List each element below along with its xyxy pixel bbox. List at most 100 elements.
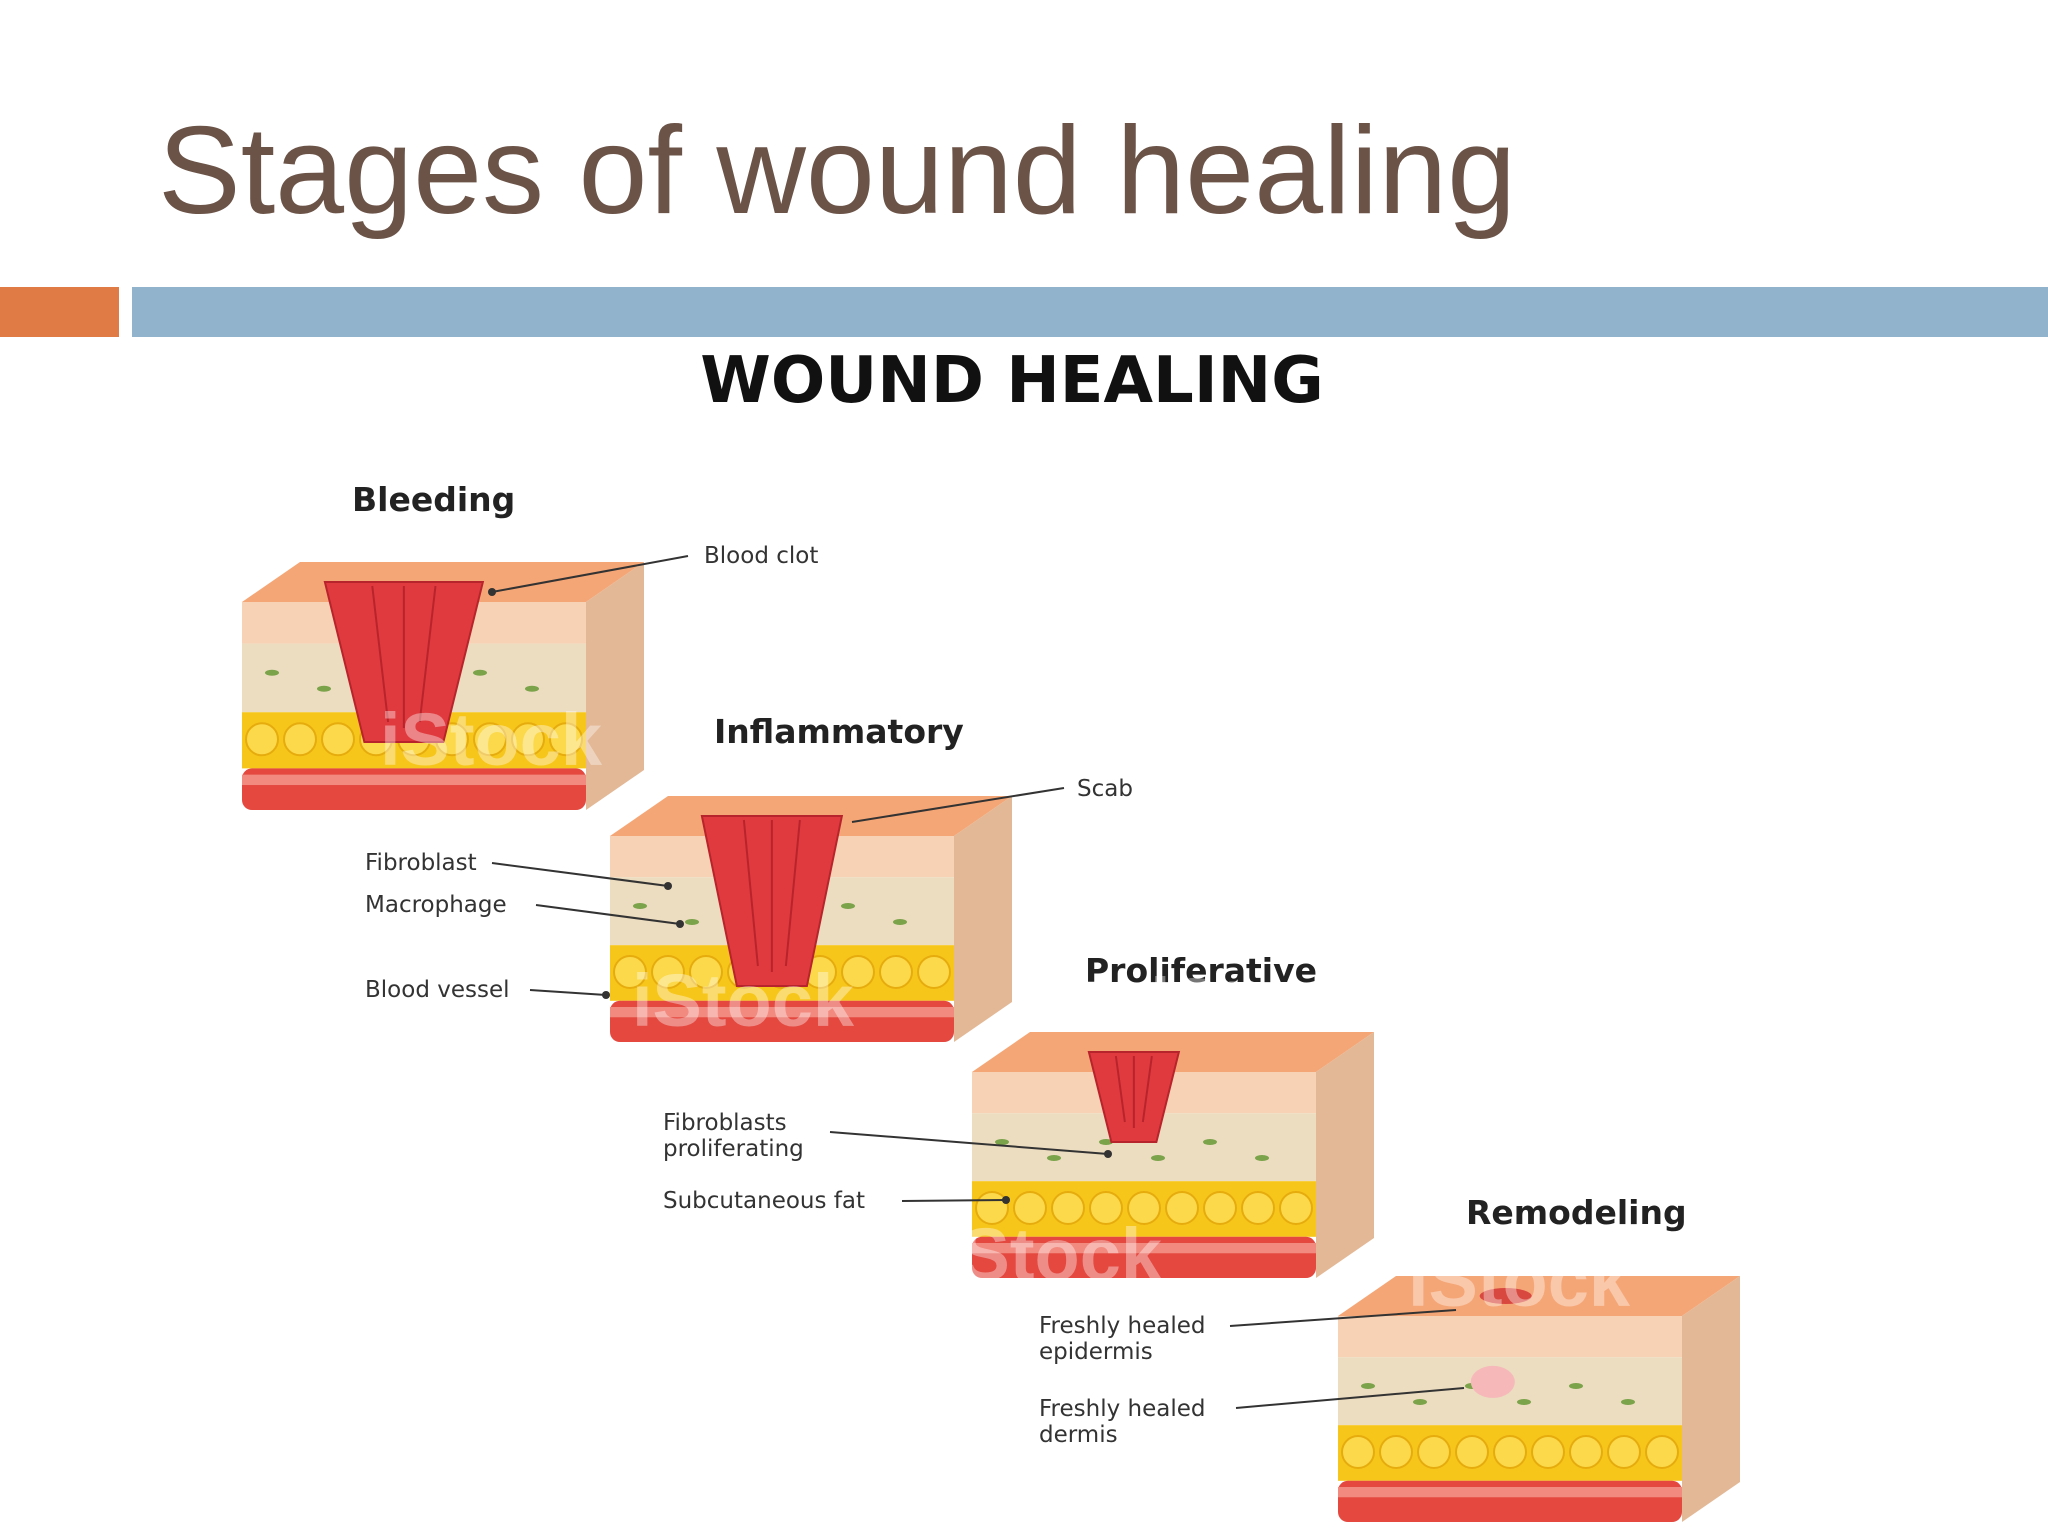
block-side-remodeling (1682, 1276, 1740, 1522)
wound-folds-proliferative (1114, 1055, 1153, 1128)
callout-blood-vessel: Blood vessel (365, 977, 510, 1003)
cell-proliferative (1047, 1155, 1061, 1162)
leader-freshly-healed-dermis (1235, 1387, 1465, 1409)
fat-cell-remodeling (1607, 1434, 1641, 1469)
fat-cell-bleeding (245, 722, 279, 757)
fat-cell-inflammatory (879, 954, 913, 989)
callout-fibroblasts-line2: proliferating (663, 1136, 804, 1162)
blood-vessel-highlight-proliferative (972, 1242, 1316, 1254)
callout-fibroblast: Fibroblast (365, 850, 477, 876)
wound-folds-inflammatory (742, 819, 801, 972)
leader-scab (851, 787, 1065, 823)
leader-subcutaneous-fat (901, 1199, 1007, 1202)
fat-cell-proliferative (1241, 1190, 1275, 1225)
leader-dot-blood-clot (488, 588, 496, 596)
callout-dermis-line1: Freshly healed (1039, 1396, 1206, 1422)
fat-cell-remodeling (1645, 1434, 1679, 1469)
callout-epidermis-line1: Freshly healed (1039, 1313, 1206, 1339)
fat-cell-proliferative (1203, 1190, 1237, 1225)
fat-cell-proliferative (1089, 1190, 1123, 1225)
wound-folds-bleeding (371, 585, 437, 728)
cell-remodeling (1517, 1399, 1531, 1406)
fat-cell-bleeding (473, 722, 507, 757)
fat-cell-remodeling (1531, 1434, 1565, 1469)
accent-bar-blue (132, 287, 2048, 337)
epidermis-front-remodeling (1338, 1316, 1682, 1358)
callout-epidermis-line2: epidermis (1039, 1339, 1153, 1365)
fat-cell-inflammatory (689, 954, 723, 989)
tissue-blocks (242, 562, 1740, 1522)
fat-cell-proliferative (1165, 1190, 1199, 1225)
callout-scab: Scab (1077, 776, 1133, 802)
callout-dermis-line2: dermis (1039, 1422, 1118, 1448)
leader-dot-macrophage (676, 920, 684, 928)
cell-proliferative (1151, 1155, 1165, 1162)
block-side-inflammatory (954, 796, 1012, 1042)
leader-blood-vessel (529, 989, 607, 996)
stage-title-inflammatory: Inflammatory (714, 712, 964, 751)
fat-cell-remodeling (1417, 1434, 1451, 1469)
cell-bleeding (525, 685, 539, 692)
block-side-proliferative (1316, 1032, 1374, 1278)
leader-blood-clot (491, 555, 689, 593)
cell-inflammatory (633, 903, 647, 910)
fat-cell-bleeding (511, 722, 545, 757)
cell-remodeling (1361, 1383, 1375, 1390)
tissue-block-inflammatory (610, 796, 1012, 1042)
fat-cell-inflammatory (841, 954, 875, 989)
fat-cell-bleeding (321, 722, 355, 757)
callout-macrophage: Macrophage (365, 892, 507, 918)
callout-blood-clot: Blood clot (704, 543, 818, 569)
slide-title: Stages of wound healing (158, 102, 1517, 240)
cell-proliferative (995, 1139, 1009, 1146)
watermark-2: iStock (632, 959, 855, 1042)
blood-vessel-highlight-bleeding (242, 774, 586, 786)
blood-vessel-highlight-remodeling (1338, 1486, 1682, 1498)
cell-remodeling (1621, 1399, 1635, 1406)
stage-title-proliferative: Proliferative (1085, 951, 1317, 990)
wound-healing-svg: WOUND HEALING Bleeding Inflammatory Prol… (242, 344, 1740, 1522)
stage-title-bleeding: Bleeding (352, 480, 515, 519)
fat-cell-proliferative (1279, 1190, 1313, 1225)
healed-epidermis-remodeling (1479, 1288, 1532, 1304)
blood-vessel-highlight-inflammatory (610, 1006, 954, 1018)
cell-remodeling (1413, 1399, 1427, 1406)
leader-macrophage (535, 904, 681, 925)
cell-proliferative (1099, 1139, 1113, 1146)
healed-dermis-remodeling (1470, 1365, 1515, 1398)
fat-cell-remodeling (1341, 1434, 1375, 1469)
cell-inflammatory (685, 919, 699, 926)
cell-inflammatory (841, 903, 855, 910)
watermark-1: iStock (380, 698, 603, 781)
fat-cell-proliferative (1051, 1190, 1085, 1225)
tissue-block-proliferative (972, 1032, 1374, 1278)
cell-bleeding (265, 669, 279, 676)
fat-cell-remodeling (1569, 1434, 1603, 1469)
cell-bleeding (473, 669, 487, 676)
block-side-bleeding (586, 562, 644, 810)
callout-fibroblasts-line1: Fibroblasts (663, 1110, 787, 1136)
cell-proliferative (1203, 1139, 1217, 1146)
leader-freshly-healed-epidermis (1229, 1309, 1457, 1327)
callout-subcutaneous-fat: Subcutaneous fat (663, 1188, 865, 1214)
fat-cell-inflammatory (917, 954, 951, 989)
cell-inflammatory (893, 919, 907, 926)
watermark-5: iStock (1408, 1239, 1631, 1322)
fat-cell-proliferative (1013, 1190, 1047, 1225)
epidermis-top-remodeling (1338, 1276, 1740, 1316)
diagram-title: WOUND HEALING (700, 344, 1323, 418)
leader-dot-fibroblasts-proliferating (1104, 1150, 1112, 1158)
fat-cell-bleeding (549, 722, 583, 757)
leader-dot-fibroblast (664, 882, 672, 890)
fat-cell-inflammatory (651, 954, 685, 989)
fat-cell-remodeling (1493, 1434, 1527, 1469)
leader-dot-blood-vessel (602, 991, 610, 999)
leader-fibroblast (491, 862, 669, 887)
fat-cell-remodeling (1379, 1434, 1413, 1469)
watermark-3: iStock (1150, 963, 1373, 1046)
leader-dot-subcutaneous-fat (1002, 1196, 1010, 1204)
watermark-4: iStock (940, 1213, 1163, 1296)
fat-cell-remodeling (1455, 1434, 1489, 1469)
fat-cell-inflammatory (613, 954, 647, 989)
fat-cell-bleeding (283, 722, 317, 757)
